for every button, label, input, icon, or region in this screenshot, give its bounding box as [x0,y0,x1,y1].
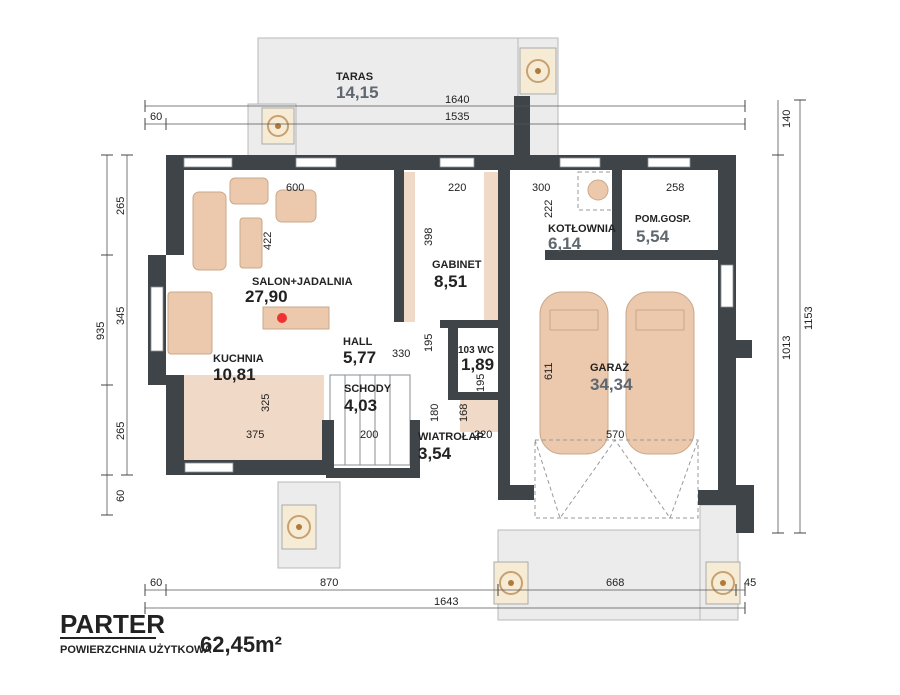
room-name-taras: TARAS [336,71,373,83]
dim-in-180: 180 [429,404,441,422]
plant-icon-2 [519,47,557,95]
plan-total-area: 62,45m² [200,632,282,657]
dim-in-220b: 220 [474,429,492,441]
dim-right-1153: 1153 [803,306,815,330]
dim-in-611: 611 [543,362,555,380]
room-area-pom-gosp: 5,54 [636,227,670,246]
room-name-garaz: GARAŻ [590,361,629,374]
dim-bottom-45: 45 [744,577,756,589]
dim-bottom-60: 60 [150,577,162,589]
dim-in-570: 570 [606,429,624,441]
room-area-garaz: 34,34 [590,375,633,394]
room-area-salon: 27,90 [245,287,288,306]
boiler-outline [577,171,615,211]
dim-in-398: 398 [423,228,435,246]
car-icon-2 [625,291,695,455]
garage-door-swing [534,439,699,520]
dimension-lines-right [772,99,806,534]
room-area-hall: 5,77 [343,348,376,367]
room-name-wc: 103 WC [458,345,494,356]
dim-in-168: 168 [458,404,470,422]
plant-icon-1 [261,107,295,145]
room-name-wiatrolap: WIATROŁAP [418,431,484,443]
dim-left-60: 60 [115,490,127,502]
plan-title: PARTER [60,609,165,639]
plant-icon-4 [493,561,529,605]
room-name-kotlownia: KOTŁOWNIA [548,223,616,235]
dim-left-345: 345 [115,307,127,325]
room-area-kotlownia: 6,14 [548,234,582,253]
dim-in-195a: 195 [423,334,435,352]
dim-in-325: 325 [260,394,272,412]
car-icon-1 [539,291,609,455]
room-name-salon: SALON+JADALNIA [252,276,353,288]
dim-in-422: 422 [262,232,274,250]
dim-bottom-1643: 1643 [434,596,458,608]
dim-in-258: 258 [666,182,684,194]
plan-subtitle: POWIERZCHNIA UŻYTKOWA [60,643,212,656]
windows [150,157,734,473]
room-area-schody: 4,03 [344,396,377,415]
dim-in-222: 222 [543,200,555,218]
room-name-hall: HALL [343,336,373,348]
dim-bottom-870: 870 [320,577,338,589]
floor-finishes [184,172,498,463]
plant-icon-5 [705,561,741,605]
room-area-wc: 1,89 [461,355,494,374]
plant-icon-3 [281,504,317,550]
living-furniture [167,177,330,355]
room-name-schody: SCHODY [344,383,392,395]
dim-in-600: 600 [286,182,304,194]
room-area-kuchnia: 10,81 [213,365,256,384]
dim-left-265b: 265 [115,422,127,440]
dim-left-935: 935 [95,322,107,340]
dim-right-1013: 1013 [781,336,793,360]
dim-in-195b: 195 [475,374,487,392]
dimension-lines-bottom [144,584,746,614]
walls [148,96,754,533]
room-area-gabinet: 8,51 [434,272,467,291]
dimension-lines-top [144,100,746,130]
room-area-taras: 14,15 [336,83,379,102]
dim-in-330: 330 [392,348,410,360]
dim-right-140: 140 [781,110,793,128]
dim-in-220a: 220 [448,182,466,194]
dim-bottom-668: 668 [606,577,624,589]
room-name-pom-gosp: POM.GOSP. [635,214,691,225]
dim-top-1535: 1535 [445,111,469,123]
room-name-kuchnia: KUCHNIA [213,353,264,365]
dim-top-1640: 1640 [445,94,469,106]
dim-in-375: 375 [246,429,264,441]
dim-left-265a: 265 [115,197,127,215]
dim-top-60: 60 [150,111,162,123]
room-name-gabinet: GABINET [432,259,482,271]
room-area-wiatrolap: 3,54 [418,444,452,463]
dimension-lines-left [101,154,133,516]
dim-in-200: 200 [360,429,378,441]
dim-in-300: 300 [532,182,550,194]
